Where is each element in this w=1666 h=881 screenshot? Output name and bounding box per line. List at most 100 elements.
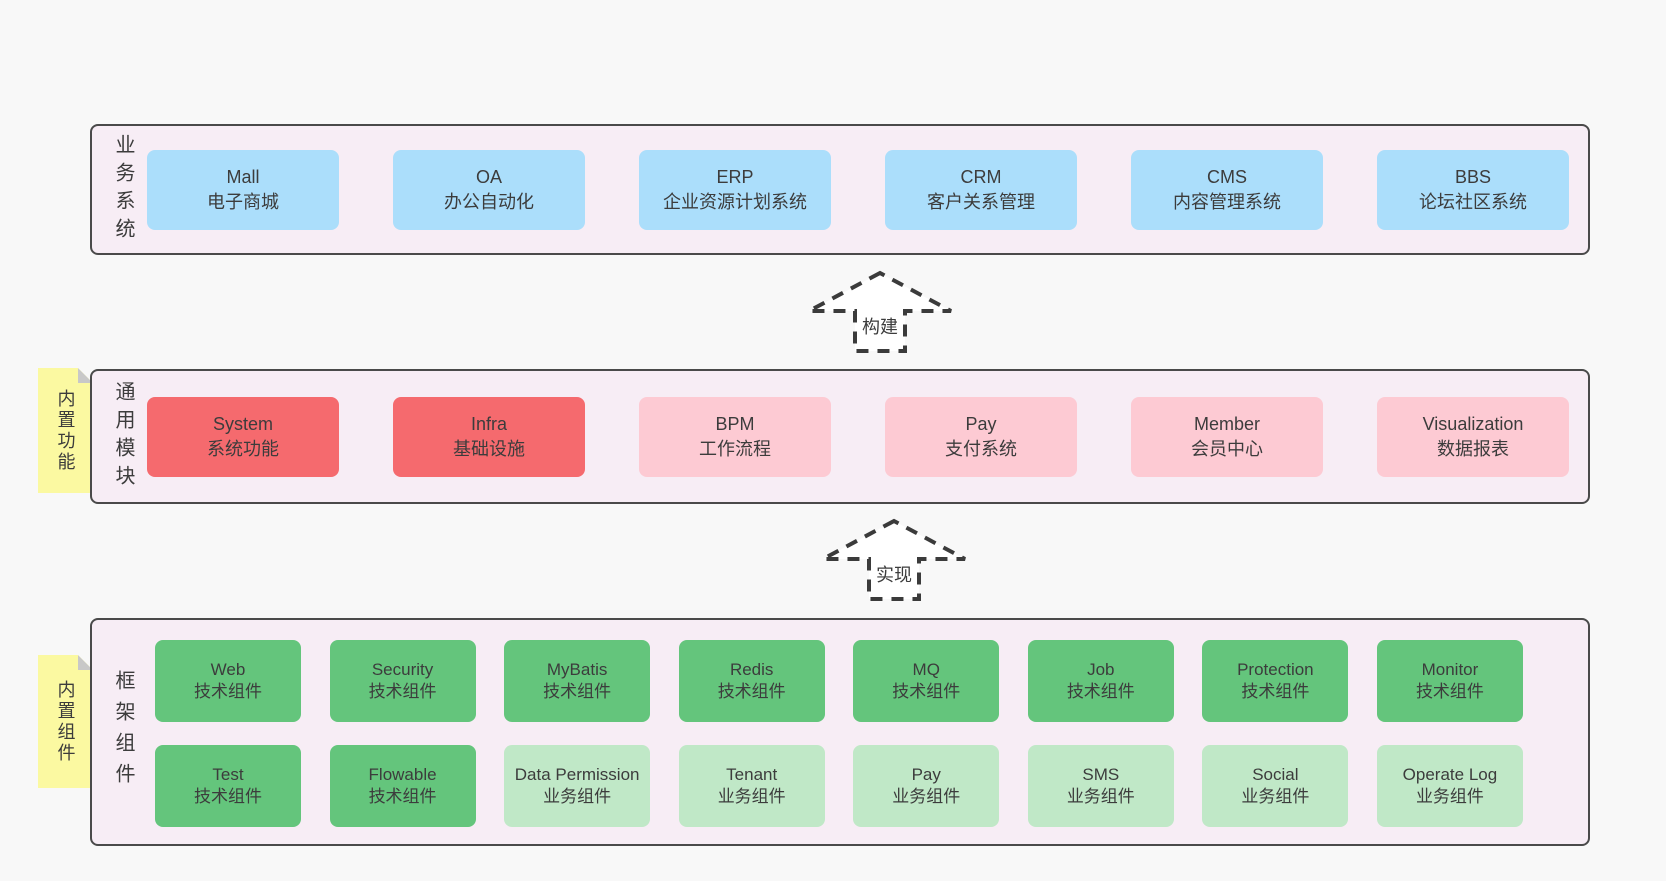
box-data-permission: Data Permission 业务组件: [504, 745, 651, 827]
box-subtitle: 技术组件: [368, 787, 437, 806]
box-subtitle: 内容管理系统: [1173, 191, 1281, 212]
box-title: Data Permission: [514, 764, 640, 784]
box-web: Web 技术组件: [155, 640, 301, 722]
box-title: Job: [1087, 659, 1115, 679]
arrow-implement: 实现: [819, 518, 969, 602]
box-title: Security: [371, 659, 434, 679]
arrow-label: 构建: [858, 313, 902, 339]
box-subtitle: 业务组件: [892, 787, 961, 806]
box-title: SMS: [1082, 764, 1120, 784]
box-subtitle: 技术组件: [194, 682, 262, 701]
box-title: MQ: [912, 659, 940, 679]
band-label: 通用模块: [112, 380, 134, 493]
box-mall: Mall 电子商城: [147, 149, 339, 230]
box-title: Visualization: [1422, 413, 1524, 434]
box-subtitle: 技术组件: [368, 682, 437, 701]
box-title: Redis: [729, 659, 774, 679]
box-title: Protection: [1237, 659, 1314, 679]
band-boxes-grid: Web 技术组件 Security 技术组件 MyBatis 技术组件 Redi…: [155, 640, 1523, 827]
box-subtitle: 技术组件: [717, 682, 786, 701]
box-title: Operate Log: [1402, 764, 1498, 784]
box-mybatis: MyBatis 技术组件: [504, 640, 651, 722]
box-bbs: BBS 论坛社区系统: [1377, 149, 1569, 230]
box-mq: MQ 技术组件: [853, 640, 1000, 722]
box-subtitle: 支付系统: [945, 438, 1017, 459]
box-oa: OA 办公自动化: [393, 149, 585, 230]
box-title: Social: [1252, 764, 1299, 784]
box-subtitle: 业务组件: [1241, 787, 1310, 806]
dashed-up-arrow-icon: [822, 518, 966, 601]
box-title: BPM: [715, 413, 755, 434]
box-test: Test 技术组件: [155, 745, 301, 827]
box-title: Infra: [470, 413, 508, 434]
box-title: Web: [210, 659, 246, 679]
box-subtitle: 办公自动化: [444, 191, 534, 212]
box-title: MyBatis: [546, 659, 608, 679]
box-subtitle: 会员中心: [1191, 438, 1263, 459]
box-title: Monitor: [1421, 659, 1479, 679]
grid-row: Web 技术组件 Security 技术组件 MyBatis 技术组件 Redi…: [155, 640, 1523, 722]
box-subtitle: 论坛社区系统: [1419, 191, 1527, 212]
box-subtitle: 技术组件: [1415, 682, 1484, 701]
box-title: System: [212, 413, 273, 434]
band-boxes-row: System 系统功能 Infra 基础设施 BPM 工作流程 Pay 支付系统…: [147, 396, 1569, 477]
box-system: System 系统功能: [147, 396, 339, 477]
box-member: Member 会员中心: [1131, 396, 1323, 477]
box-cms: CMS 内容管理系统: [1131, 149, 1323, 230]
sticky-note-builtin-components: 内置组件: [38, 655, 93, 788]
box-social: Social 业务组件: [1202, 745, 1349, 827]
box-infra: Infra 基础设施: [393, 396, 585, 477]
box-subtitle: 技术组件: [1066, 682, 1135, 701]
box-pay-business: Pay 业务组件: [853, 745, 1000, 827]
box-title: BBS: [1454, 166, 1492, 187]
band-common-modules: 通用模块 System 系统功能 Infra 基础设施 BPM 工作流程 Pay…: [90, 369, 1590, 504]
sticky-note-builtin-functions: 内置功能: [38, 368, 93, 493]
box-title: Tenant: [726, 764, 778, 784]
sticky-note-label: 内置组件: [55, 679, 76, 764]
box-subtitle: 工作流程: [699, 438, 771, 459]
dashed-up-arrow-icon: [808, 270, 952, 353]
box-title: Member: [1193, 413, 1260, 434]
box-subtitle: 基础设施: [453, 438, 525, 459]
box-bpm: BPM 工作流程: [639, 396, 831, 477]
band-boxes-row: Mall 电子商城 OA 办公自动化 ERP 企业资源计划系统 CRM 客户关系…: [147, 149, 1569, 230]
box-title: CMS: [1207, 166, 1247, 187]
box-crm: CRM 客户关系管理: [885, 149, 1077, 230]
band-business-systems: 业务系统 Mall 电子商城 OA 办公自动化 ERP 企业资源计划系统 CRM…: [90, 124, 1590, 255]
box-title: Pay: [965, 413, 997, 434]
box-job: Job 技术组件: [1027, 640, 1174, 722]
box-redis: Redis 技术组件: [678, 640, 825, 722]
box-tenant: Tenant 业务组件: [678, 745, 825, 827]
band-label: 框架组件: [112, 670, 134, 794]
box-subtitle: 业务组件: [1415, 787, 1484, 806]
arrow-label: 实现: [872, 561, 916, 587]
box-subtitle: 技术组件: [1241, 682, 1310, 701]
box-subtitle: 业务组件: [543, 787, 612, 806]
arrow-build: 构建: [805, 270, 955, 354]
grid-row: Test 技术组件 Flowable 技术组件 Data Permission …: [155, 745, 1523, 827]
sticky-note-label: 内置功能: [55, 388, 76, 473]
box-title: Test: [212, 764, 244, 784]
box-subtitle: 客户关系管理: [927, 191, 1035, 212]
box-subtitle: 数据报表: [1437, 438, 1509, 459]
box-title: Mall: [226, 166, 260, 187]
box-title: Flowable: [368, 764, 437, 784]
box-subtitle: 技术组件: [194, 787, 262, 806]
box-operate-log: Operate Log 业务组件: [1376, 745, 1523, 827]
box-title: CRM: [960, 166, 1002, 187]
box-title: ERP: [716, 166, 754, 187]
box-subtitle: 业务组件: [717, 787, 786, 806]
box-monitor: Monitor 技术组件: [1376, 640, 1523, 722]
box-security: Security 技术组件: [329, 640, 476, 722]
box-subtitle: 技术组件: [892, 682, 961, 701]
box-title: Pay: [911, 764, 941, 784]
band-label: 业务系统: [112, 133, 134, 246]
box-subtitle: 企业资源计划系统: [663, 191, 807, 212]
box-protection: Protection 技术组件: [1202, 640, 1349, 722]
box-erp: ERP 企业资源计划系统: [639, 149, 831, 230]
box-subtitle: 技术组件: [543, 682, 612, 701]
box-subtitle: 系统功能: [207, 438, 279, 459]
box-sms: SMS 业务组件: [1027, 745, 1174, 827]
box-title: OA: [475, 166, 502, 187]
